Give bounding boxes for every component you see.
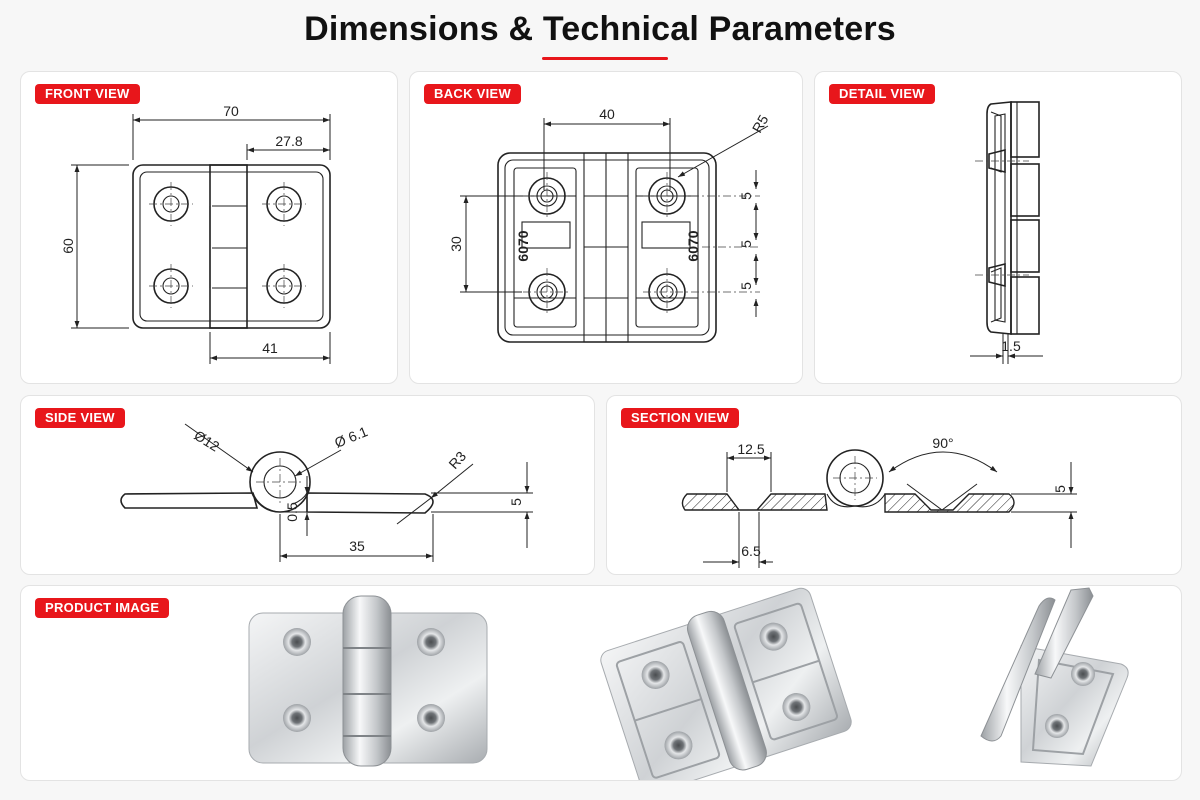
dim-front-height: 60: [60, 238, 76, 254]
back-marking-left: 6070: [515, 230, 531, 261]
dim-section-hole-diameter: 6.5: [741, 543, 761, 559]
back-view-panel: 6070 6070 40 R5 30 5 5 5 BACK VIEW: [409, 71, 803, 384]
front-view-drawing: 70 27.8 60 41: [60, 103, 331, 364]
page-title: Dimensions & Technical Parameters: [304, 10, 896, 48]
dim-back-hole-spacing-x: 40: [599, 106, 615, 122]
dim-section-countersink-angle: 90°: [932, 435, 953, 451]
side-view-badge: SIDE VIEW: [35, 408, 125, 428]
detail-view-badge: DETAIL VIEW: [829, 84, 935, 104]
product-image-badge: PRODUCT IMAGE: [35, 598, 170, 618]
section-view-drawing: 12.5 90° 5 6.5: [681, 435, 1077, 568]
product-image-drawing: [248, 587, 1129, 780]
title-underline: [542, 57, 668, 60]
front-view-badge: FRONT VIEW: [35, 84, 140, 104]
dim-section-thickness: 5: [1052, 485, 1068, 493]
dim-side-pin-diameter: Ø 6.1: [332, 423, 370, 451]
back-marking-right: 6070: [685, 230, 701, 261]
section-view-panel: 12.5 90° 5 6.5 SECTION VIEW: [606, 395, 1182, 575]
dim-back-corner-radius: R5: [749, 112, 772, 136]
dim-side-hole-offset: 35: [349, 538, 365, 554]
dim-back-thickness-2: 5: [738, 240, 754, 248]
front-view-panel: 70 27.8 60 41 FRONT VIEW: [20, 71, 398, 384]
back-view-badge: BACK VIEW: [424, 84, 522, 104]
dim-side-radius: R3: [445, 448, 469, 472]
side-view-panel: Ø12 Ø 6.1 R3 5 0.5 35 SIDE VIEW: [20, 395, 595, 575]
detail-view-panel: 1.5 DETAIL VIEW: [814, 71, 1182, 384]
dim-side-gap: 0.5: [284, 502, 300, 522]
section-view-badge: SECTION VIEW: [621, 408, 740, 428]
dim-detail-thickness: 1.5: [1001, 338, 1021, 354]
dim-front-leaf-width: 41: [262, 340, 278, 356]
product-photo-back: [600, 587, 852, 780]
dim-front-width: 70: [223, 103, 239, 119]
dim-back-thickness-3: 5: [738, 282, 754, 290]
back-view-drawing: 6070 6070 40 R5 30 5 5 5: [448, 106, 772, 343]
detail-view-drawing: 1.5: [970, 101, 1043, 364]
dim-back-thickness-1: 5: [738, 192, 754, 200]
side-view-drawing: Ø12 Ø 6.1 R3 5 0.5 35: [120, 423, 533, 562]
dim-section-countersink-diameter: 12.5: [737, 441, 764, 457]
dim-side-leaf-thickness: 5: [508, 498, 524, 506]
product-photo-front: [248, 595, 488, 767]
product-photo-open: [980, 587, 1129, 767]
dim-front-knuckle-offset: 27.8: [275, 133, 302, 149]
dim-side-knuckle-diameter: Ø12: [191, 427, 222, 455]
product-image-panel: PRODUCT IMAGE: [20, 585, 1182, 781]
dim-back-hole-spacing-y: 30: [448, 236, 464, 252]
